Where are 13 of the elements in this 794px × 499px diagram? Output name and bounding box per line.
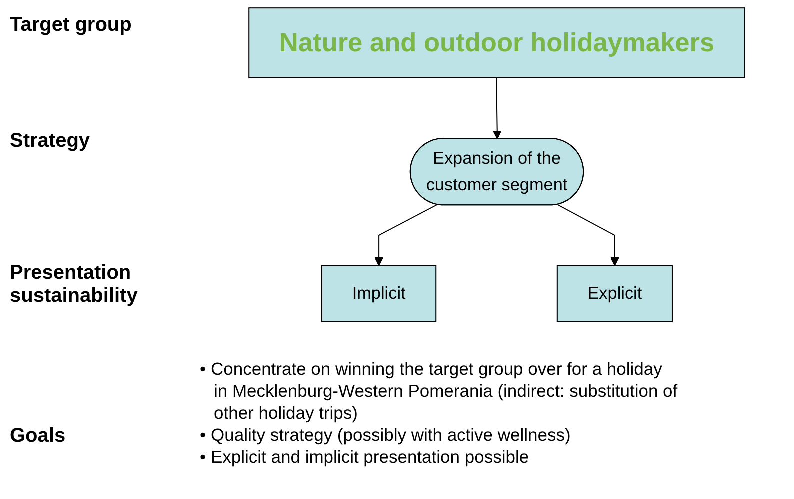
bullet-item: • Concentrate on winning the target group over for a holiday in Mecklenburg-Western Pomerania (indirect: substitution of other holiday trips) bbox=[200, 358, 679, 424]
row-heading: Goals bbox=[10, 425, 67, 448]
arrow bbox=[558, 204, 620, 266]
bullet-item: • Quality strategy (possibly with active wellness) bbox=[200, 424, 572, 446]
row-heading: Presentation sustainability bbox=[10, 262, 139, 308]
row-heading: Target group bbox=[10, 14, 133, 37]
node-box: Explicit bbox=[556, 265, 673, 322]
node-box: Nature and outdoor holidaymakers bbox=[248, 8, 746, 78]
bullet-item: • Explicit and implicit presentation possible bbox=[200, 446, 530, 468]
arrow bbox=[492, 78, 502, 140]
row-heading: Strategy bbox=[10, 130, 92, 153]
arrow bbox=[374, 204, 438, 266]
node-box: Implicit bbox=[322, 265, 437, 322]
